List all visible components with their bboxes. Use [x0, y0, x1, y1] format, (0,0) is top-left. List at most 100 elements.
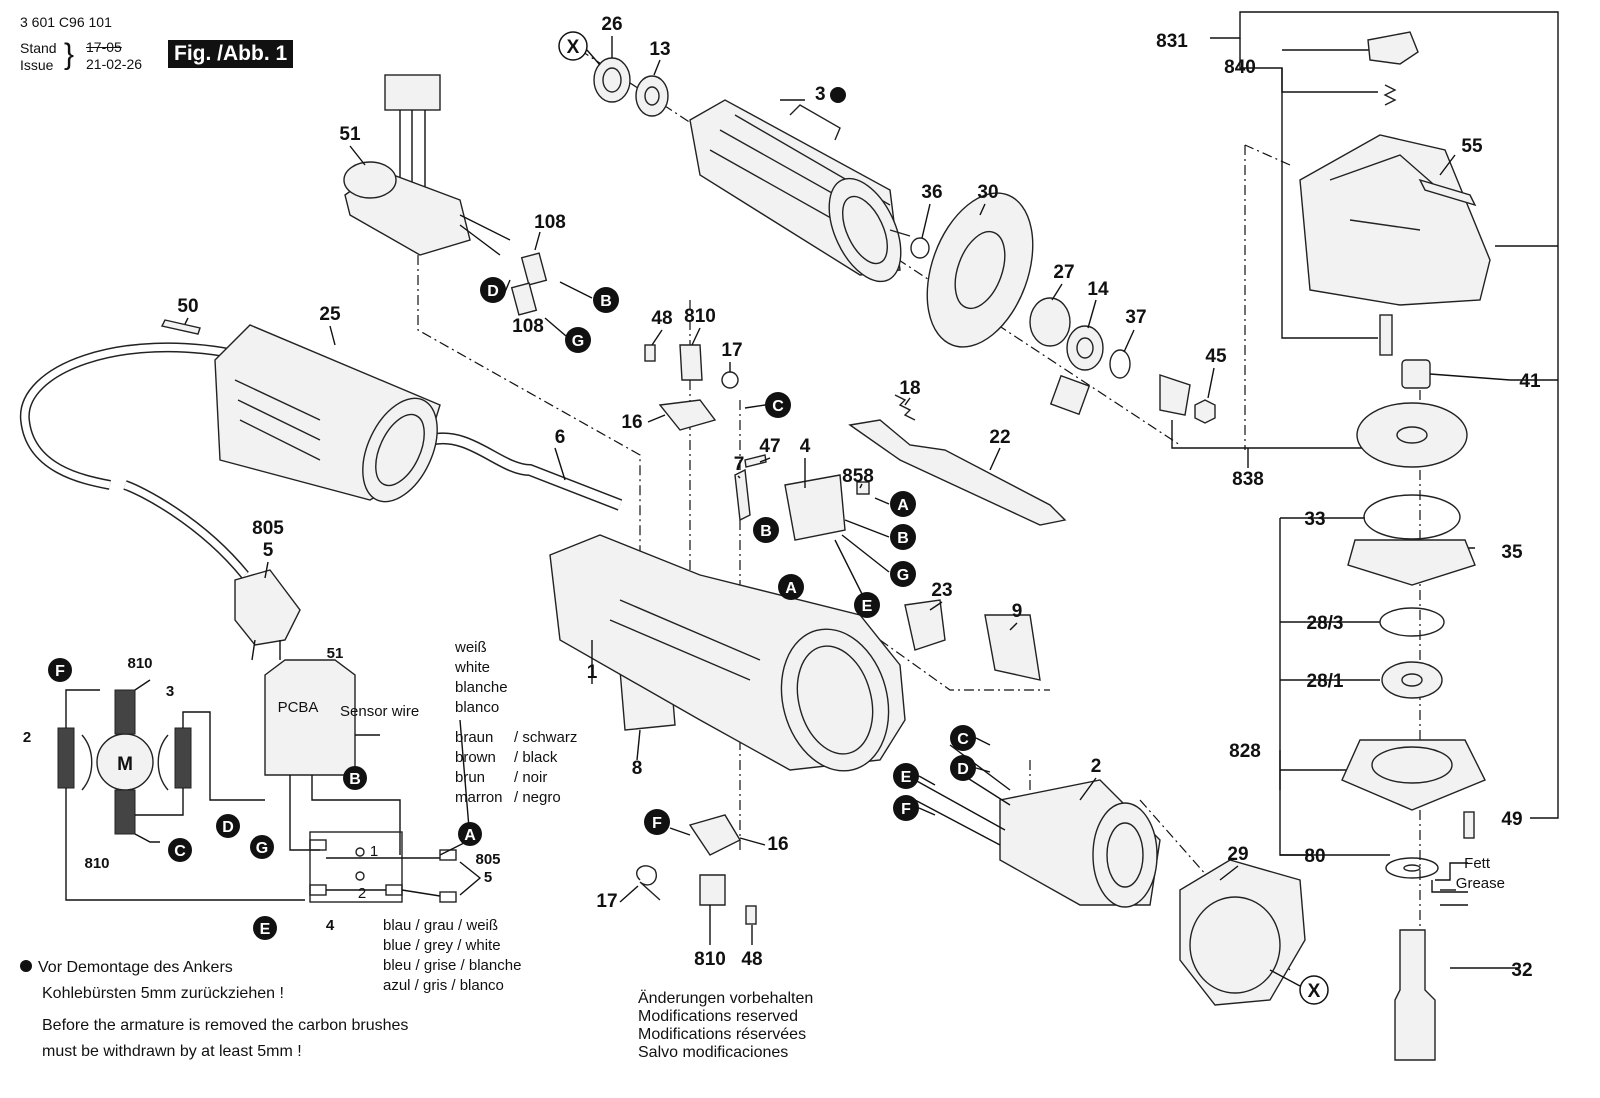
part-828-flange[interactable] — [1341, 739, 1486, 811]
color-white-en: white — [454, 659, 490, 676]
part-33-ring[interactable] — [1363, 494, 1461, 540]
spindle-pin[interactable] — [1379, 314, 1393, 356]
part-13-bearing[interactable] — [635, 75, 669, 117]
part-9-label[interactable] — [984, 614, 1041, 681]
label-17-bottom: 17 — [596, 891, 617, 912]
color-blue-es: azul / gris / blanco — [383, 977, 504, 994]
bevel-gear[interactable] — [1356, 402, 1468, 468]
part-17-spring-bottom[interactable] — [636, 865, 661, 901]
label-25: 25 — [319, 304, 341, 325]
pcba-label: PCBA — [278, 699, 319, 716]
part-5-plug[interactable] — [234, 569, 301, 646]
part-49-screw[interactable] — [1463, 811, 1475, 839]
switch-module-51[interactable] — [343, 74, 548, 316]
part-23-slider[interactable] — [904, 599, 946, 651]
part-108-sleeve-b[interactable] — [510, 282, 538, 316]
part-32-spindle[interactable] — [1394, 929, 1436, 1061]
label-49: 49 — [1501, 809, 1522, 830]
circle-d-top: D — [487, 283, 499, 300]
stand-old-date: 17-05 — [86, 39, 122, 55]
doc-number: 3 601 C96 101 — [20, 14, 112, 30]
grease-symbol — [1431, 880, 1468, 906]
label-26: 26 — [601, 14, 622, 35]
grease-en: Grease — [1456, 875, 1505, 892]
top-small-parts[interactable] — [593, 57, 1216, 424]
part-41-sleeve[interactable] — [1401, 359, 1431, 389]
x-marker-top — [558, 31, 588, 61]
part-840-lock[interactable] — [1367, 31, 1419, 65]
modifications-note: Änderungen vorbehalten Modifications res… — [638, 990, 813, 1062]
color-blue-fr: bleu / grise / blanche — [383, 957, 521, 974]
part-47-screw[interactable] — [744, 454, 767, 468]
part-4-switch-block[interactable] — [784, 474, 846, 541]
sensor-wire-label: Sensor wire — [340, 703, 419, 720]
note-line-4: must be withdrawn by at least 5mm ! — [42, 1043, 302, 1060]
color-brown-de: braun — [455, 729, 493, 746]
circle-e-mid: E — [862, 598, 873, 615]
color-black-es: / negro — [514, 789, 561, 806]
bracket-lines — [1171, 11, 1559, 969]
part-55-screw[interactable] — [1418, 178, 1477, 207]
part-14-bearing[interactable] — [1066, 325, 1104, 371]
mod-es: Salvo modificaciones — [638, 1044, 789, 1061]
label-13: 13 — [649, 39, 670, 60]
part-108-sleeve-a[interactable] — [520, 252, 548, 286]
part-27-ring[interactable] — [1029, 297, 1071, 347]
part-labels: 3 26 13 51 108 108 36 30 27 14 37 45 831… — [177, 14, 1541, 981]
main-housing-1[interactable] — [549, 534, 906, 783]
label-831: 831 — [1156, 31, 1188, 52]
part-810-brush-bottom[interactable] — [699, 874, 726, 906]
label-29: 29 — [1227, 844, 1248, 865]
x-label-top: X — [567, 37, 580, 58]
label-50: 50 — [177, 296, 198, 317]
label-840: 840 — [1224, 57, 1256, 78]
label-47: 47 — [759, 436, 780, 457]
armature-part-3[interactable] — [689, 99, 915, 293]
field-coil-2[interactable] — [914, 744, 1161, 908]
part-30-fan[interactable] — [908, 178, 1053, 361]
wire-2: 2 — [23, 729, 31, 746]
part-858-screw[interactable] — [856, 481, 870, 495]
label-858: 858 — [842, 466, 874, 487]
part-28-1-bearing[interactable] — [1381, 661, 1443, 699]
x-marker-bottom — [1299, 975, 1329, 1005]
gear-head-parts[interactable] — [1299, 31, 1491, 1061]
wire-810-bottom: 810 — [84, 855, 109, 872]
part-22-lever[interactable] — [848, 419, 1067, 526]
label-36: 36 — [921, 182, 942, 203]
part-18-spring[interactable] — [894, 394, 916, 421]
gear-housing[interactable] — [1299, 134, 1491, 306]
circle-g-right: G — [897, 567, 909, 584]
part-7-clip[interactable] — [734, 468, 751, 522]
brace: } — [64, 38, 75, 71]
circle-c-coil: C — [957, 731, 969, 748]
bullet-3 — [830, 87, 846, 103]
issue-label: Issue — [20, 57, 54, 73]
part-37-washer[interactable] — [1109, 349, 1131, 379]
part-45-nut[interactable] — [1194, 399, 1216, 424]
label-108-top: 108 — [534, 212, 566, 233]
label-22: 22 — [989, 427, 1010, 448]
circle-c-top: C — [772, 398, 784, 415]
part-48-screw-top[interactable] — [644, 344, 656, 362]
guard-29[interactable] — [1179, 859, 1306, 1006]
part-48-screw-bottom[interactable] — [745, 905, 757, 925]
pinion[interactable] — [1159, 374, 1191, 416]
color-white-fr: blanche — [455, 679, 508, 696]
part-50-screw[interactable] — [160, 319, 201, 335]
part-16-holder-bottom[interactable] — [688, 814, 741, 856]
part-35-plate[interactable] — [1347, 539, 1476, 586]
circle-a-mid: A — [785, 580, 797, 597]
color-black-fr: / noir — [514, 769, 547, 786]
lower-brush-group[interactable] — [636, 814, 757, 925]
part-80-washer[interactable] — [1385, 857, 1439, 879]
cable-and-housing[interactable] — [19, 319, 623, 661]
part-28-3-circlip[interactable] — [1379, 607, 1445, 637]
part-810-brush-top[interactable] — [679, 344, 703, 381]
part-16-holder-top[interactable] — [658, 399, 717, 431]
part-17-spring-top[interactable] — [721, 371, 739, 389]
color-black-en: / black — [514, 749, 558, 766]
part-36-washer[interactable] — [910, 237, 930, 259]
brush-bottom — [114, 789, 136, 835]
